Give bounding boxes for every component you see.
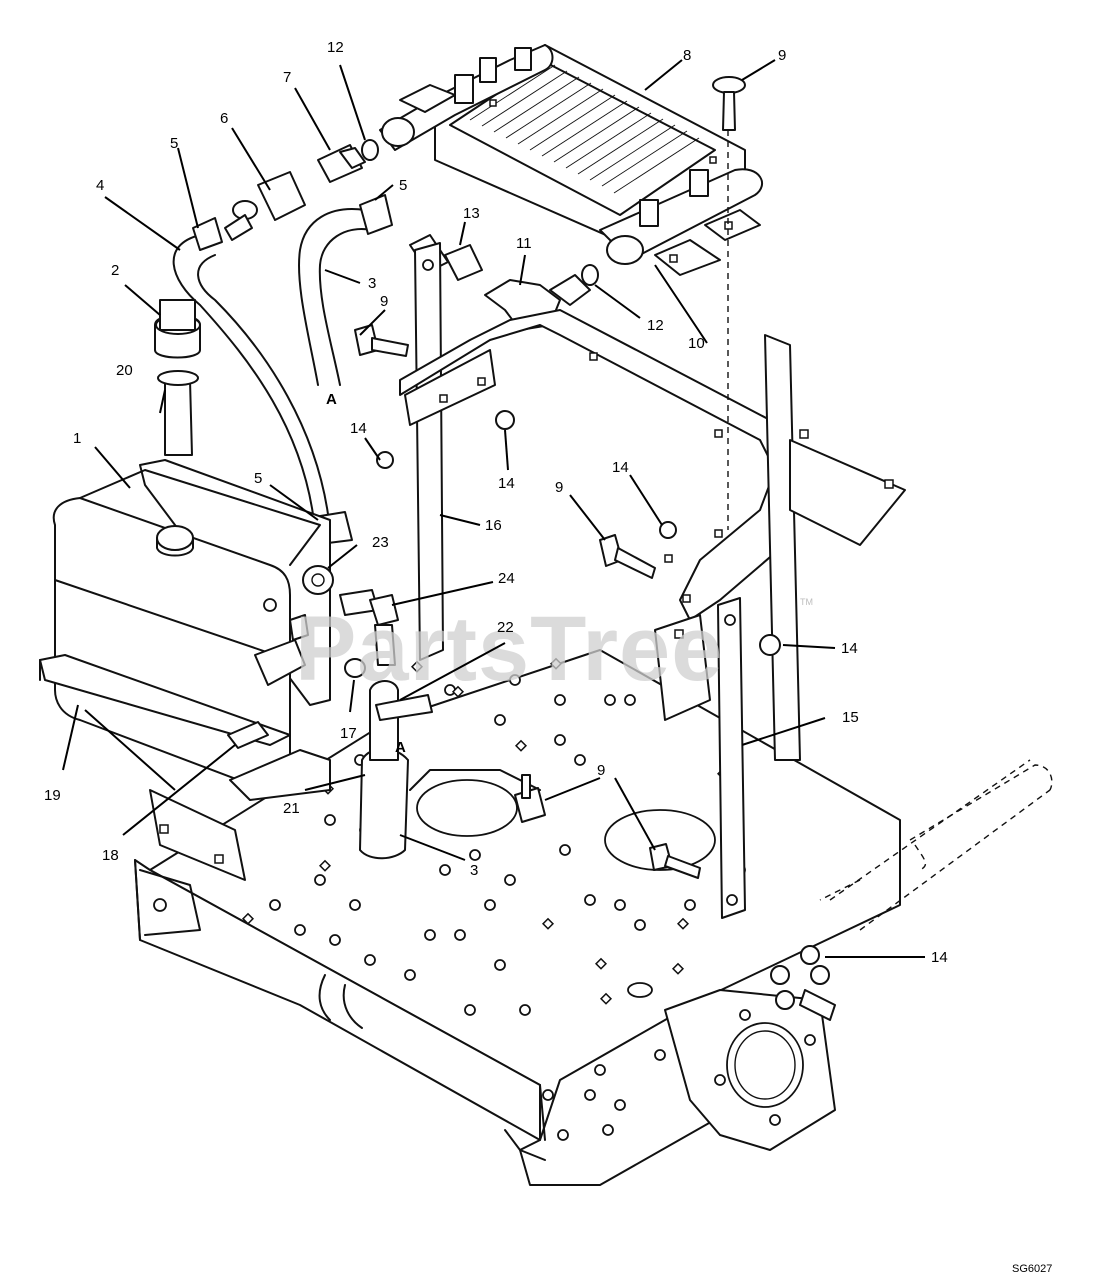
callout-17: 17 [340,725,357,742]
callout-4: 4 [96,177,104,194]
filler-cap-strainer [154,299,201,456]
diagram-code: SG6027 [1012,1263,1052,1275]
callout-12: 12 [327,39,344,56]
callout-16: 16 [485,517,502,534]
fuel-tank [39,459,366,881]
brackets [399,242,906,919]
watermark-trademark: TM [800,597,813,607]
callout-12: 12 [647,317,664,334]
oil-cooler [379,44,764,276]
callout-5: 5 [170,135,178,152]
callout-20: 20 [116,362,133,379]
callout-21: 21 [283,800,300,817]
leader-lines [62,59,925,958]
callout-24: 24 [498,570,515,587]
callout-10: 10 [688,335,705,352]
callout-14: 14 [498,475,515,492]
callout-3: 3 [368,275,376,292]
callout-23: 23 [372,534,389,551]
callout-9: 9 [555,479,563,496]
callout-13: 13 [463,205,480,222]
fasteners [302,76,836,1021]
callout-14: 14 [931,949,948,966]
engine-mount-plate [664,989,836,1151]
callout-14: 14 [841,640,858,657]
callout-22: 22 [497,619,514,636]
callout-7: 7 [283,69,291,86]
reference-mark-a: A [326,391,337,408]
engine-shaft-phantom [819,759,1053,931]
callout-9: 9 [778,47,786,64]
callout-labels: 1 2 3 3 4 5 5 5 6 7 8 9 9 9 9 10 11 12 1… [44,39,948,966]
callout-18: 18 [102,847,119,864]
callout-3: 3 [470,862,478,879]
callout-15: 15 [842,709,859,726]
watermark-text: PartsTree [295,598,723,700]
callout-5: 5 [254,470,262,487]
hoses [172,194,433,860]
callout-1: 1 [73,430,81,447]
callout-5: 5 [399,177,407,194]
callout-8: 8 [683,47,691,64]
callout-19: 19 [44,787,61,804]
callout-2: 2 [111,262,119,279]
watermark: PartsTree TM [295,597,813,700]
callout-11: 11 [516,235,532,252]
callout-9: 9 [597,762,605,779]
callout-9: 9 [380,293,388,310]
callout-14: 14 [350,420,367,437]
reference-mark-a: A [395,739,406,756]
callout-14: 14 [612,459,629,476]
callout-6: 6 [220,110,228,127]
